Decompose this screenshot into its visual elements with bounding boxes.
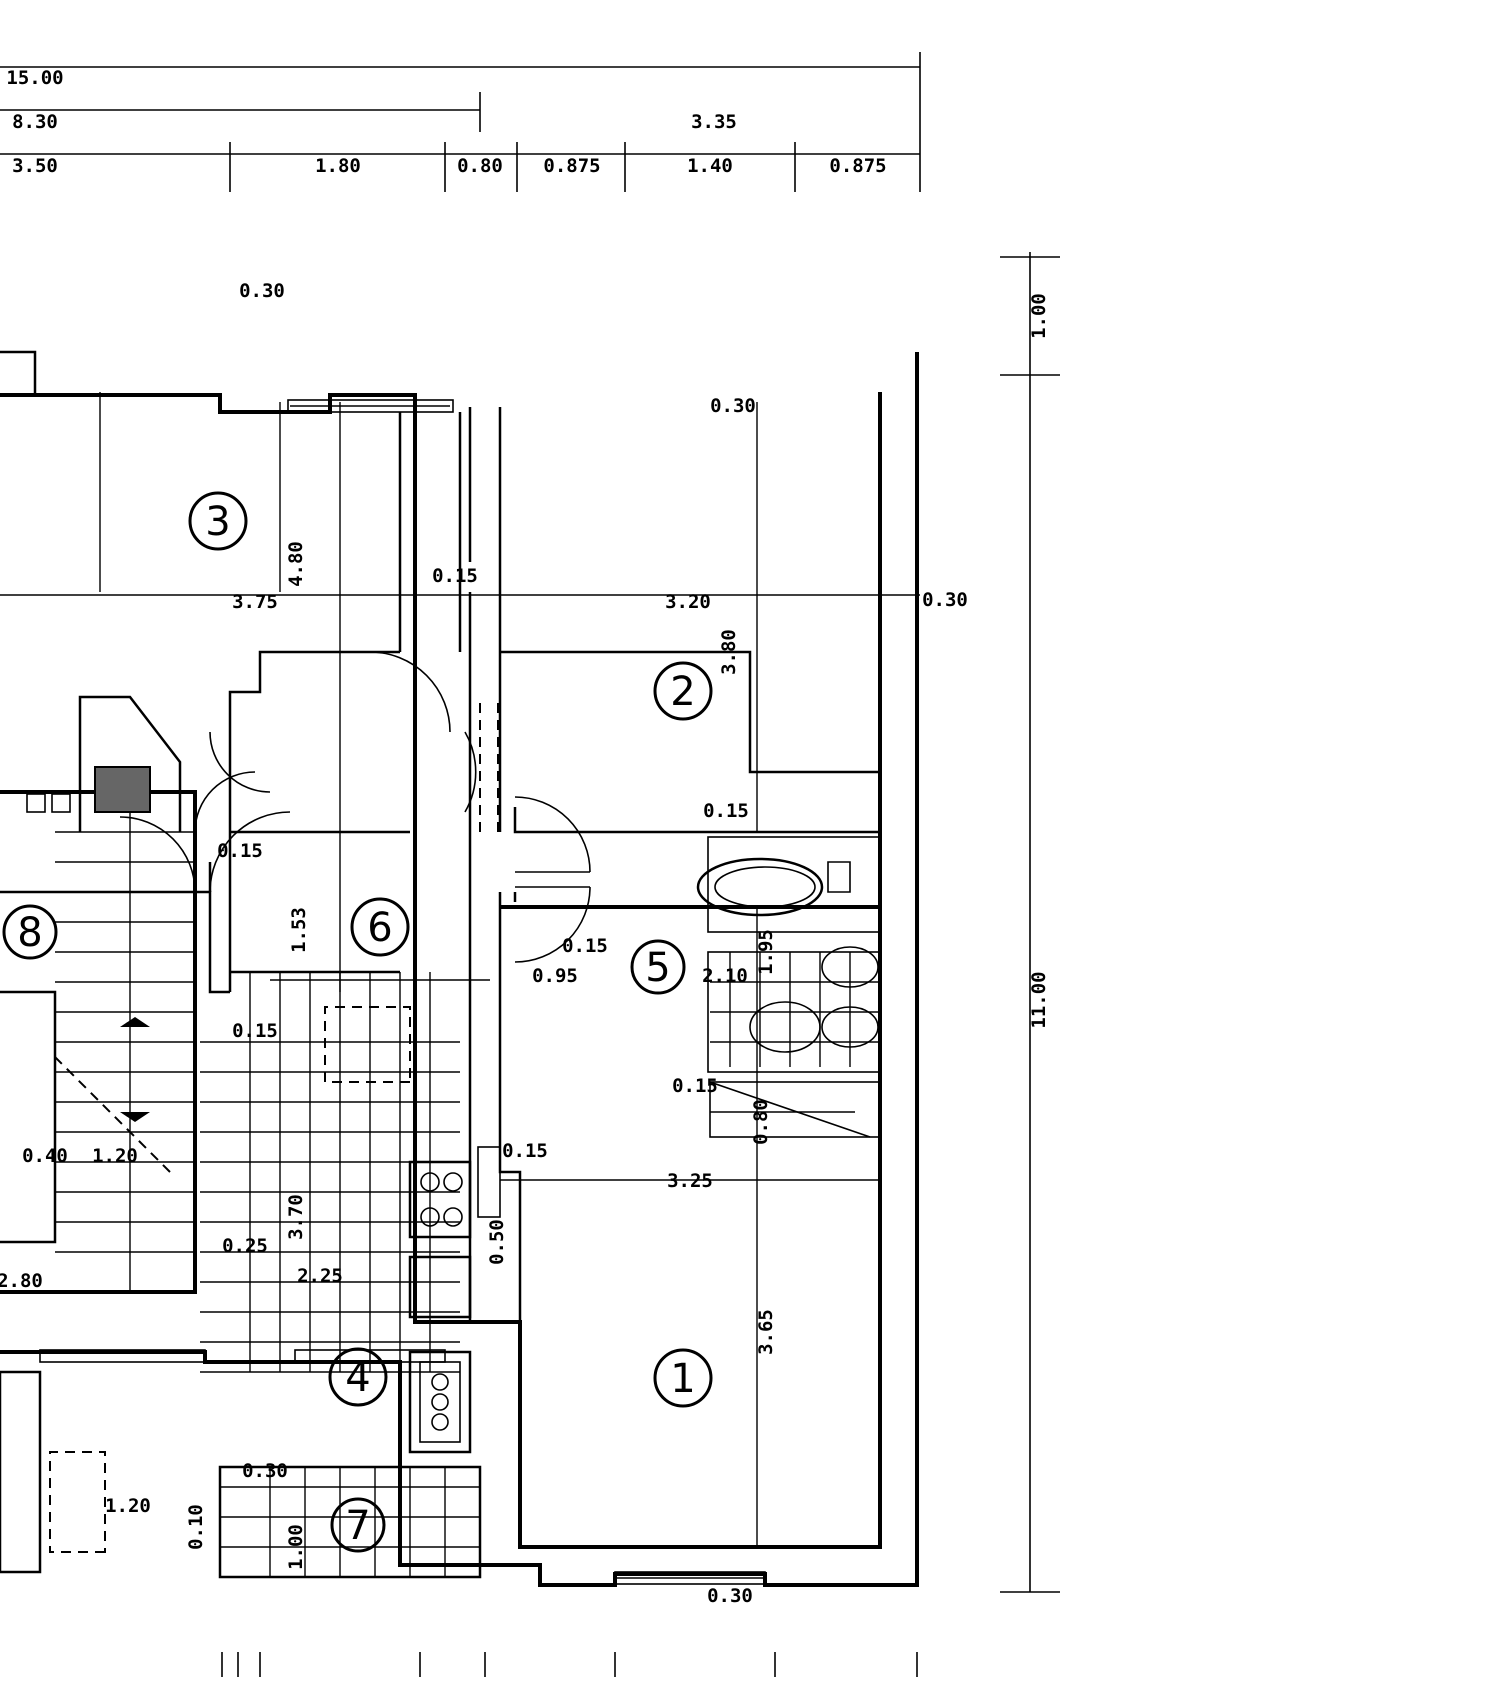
dim-r2-depth: 3.80 — [718, 629, 740, 675]
dim-seg-6: 0.875 — [829, 155, 886, 177]
dim-seg-1: 3.50 — [12, 155, 58, 177]
room-label-2: 2 — [653, 661, 713, 721]
kitchen — [200, 972, 501, 1454]
room-label-6: 6 — [350, 897, 410, 957]
svg-text:5: 5 — [645, 945, 670, 991]
bath-tiles — [710, 952, 880, 1067]
dim-r3-depth: 4.80 — [285, 541, 307, 587]
dim-bath-wall: 0.15 — [562, 935, 608, 957]
dim-r1-wall: 0.15 — [502, 1140, 548, 1162]
dim-r3-wall: 0.15 — [432, 565, 478, 587]
dim-bath-a: 2.10 — [702, 965, 748, 987]
dim-hall-wall: 0.15 — [217, 840, 263, 862]
dim-bath-b: 1.95 — [755, 929, 777, 975]
interior-walls — [0, 407, 880, 1322]
bottom-ticks — [221, 1652, 918, 1677]
room-labels: 1 2 3 4 5 6 7 — [2, 491, 713, 1553]
svg-text:7: 7 — [345, 1503, 370, 1549]
room-label-1: 1 — [653, 1348, 713, 1408]
dim-wc-a: 1.00 — [285, 1524, 307, 1570]
room-dimension-lines — [0, 392, 920, 1547]
dim-bath-w: 0.95 — [532, 965, 578, 987]
dim-hall-len: 1.53 — [288, 907, 310, 953]
dim-bay: 3.35 — [691, 111, 737, 133]
windows — [39, 399, 766, 1585]
room-dimension-texts: 3.75 4.80 0.15 0.30 3.20 3.80 0.30 0.15 … — [0, 280, 968, 1607]
dim-kit-c: 0.50 — [486, 1219, 508, 1265]
dim-top-depth: 1.00 — [1028, 293, 1050, 339]
dim-stair-b: 0.40 — [22, 1145, 68, 1167]
dim-stair-c: 2.80 — [0, 1270, 43, 1292]
dim-seg-3: 0.80 — [457, 155, 503, 177]
dim-kit-b: 2.25 — [297, 1265, 343, 1287]
chimney-shaft — [26, 695, 182, 832]
dim-kit-a: 3.70 — [285, 1194, 307, 1240]
bathroom-fixtures — [696, 836, 881, 1138]
dim-store-b: 0.80 — [750, 1099, 772, 1145]
svg-text:2: 2 — [670, 669, 695, 715]
stair-arrow-down-icon — [120, 1017, 150, 1027]
room-label-5: 5 — [630, 939, 686, 995]
wc-room — [0, 1370, 482, 1579]
dim-wc-c: 0.10 — [185, 1504, 207, 1550]
dim-seg-4: 0.875 — [543, 155, 600, 177]
dim-overall: 15.00 — [6, 67, 63, 89]
dim-r2-wall: 0.15 — [703, 800, 749, 822]
kitchen-tiles — [200, 972, 460, 1373]
dim-ext-wall: 0.30 — [922, 589, 968, 611]
dim-store-a: 0.15 — [672, 1075, 718, 1097]
dim-r3-window: 0.30 — [239, 280, 285, 302]
room-label-4: 4 — [328, 1347, 388, 1407]
dim-r1-width: 3.25 — [667, 1170, 713, 1192]
top-dimension-chain: 15.00 8.30 3.35 3.50 1.80 0.80 0.875 1.4… — [0, 52, 921, 192]
staircase — [0, 790, 197, 1294]
dim-r3-width: 3.75 — [232, 591, 278, 613]
dim-kit-d: 0.25 — [222, 1235, 268, 1257]
dim-wc-b: 0.30 — [242, 1460, 288, 1482]
svg-text:8: 8 — [17, 910, 42, 956]
svg-text:3: 3 — [205, 499, 230, 545]
stair-arrow-up-icon — [120, 1112, 150, 1122]
dim-seg-5: 1.40 — [687, 155, 733, 177]
dim-r2-window: 0.30 — [710, 395, 756, 417]
dim-total-depth: 11.00 — [1028, 971, 1050, 1028]
dim-stair-a: 1.20 — [92, 1145, 138, 1167]
side-dimension-chain: 11.00 1.00 — [1000, 252, 1060, 1593]
svg-text:1: 1 — [670, 1356, 695, 1402]
room-label-7: 7 — [330, 1497, 386, 1553]
room-label-3: 3 — [188, 491, 248, 551]
room-label-8: 8 — [2, 904, 58, 960]
dim-hall-wall-2: 0.15 — [232, 1020, 278, 1042]
dim-r2-width: 3.20 — [665, 591, 711, 613]
svg-text:4: 4 — [345, 1355, 370, 1401]
plan-rotated: 15.00 8.30 3.35 3.50 1.80 0.80 0.875 1.4… — [0, 52, 1060, 1677]
dim-r1-window: 0.30 — [707, 1585, 753, 1607]
dim-wc-d: 1.20 — [105, 1495, 151, 1517]
dim-partial: 8.30 — [12, 111, 58, 133]
exterior-walls — [0, 350, 919, 1587]
dim-seg-2: 1.80 — [315, 155, 361, 177]
dim-r1-depth: 3.65 — [755, 1309, 777, 1355]
svg-text:6: 6 — [367, 905, 392, 951]
